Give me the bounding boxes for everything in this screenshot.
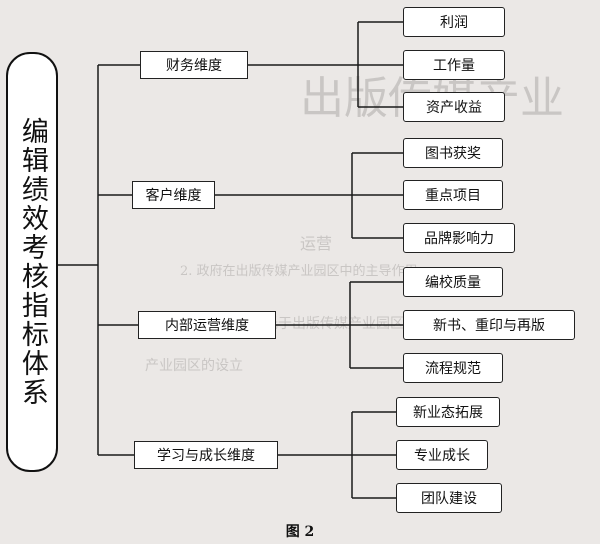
root-node: 编辑绩效考核指标体系 — [6, 52, 58, 472]
dimension-customer: 客户维度 — [132, 181, 215, 209]
dimension-learning-growth: 学习与成长维度 — [134, 441, 278, 469]
dimension-finance: 财务维度 — [140, 51, 248, 79]
leaf-book-awards: 图书获奖 — [403, 138, 503, 168]
leaf-workload: 工作量 — [403, 50, 505, 80]
leaf-process-standards: 流程规范 — [403, 353, 503, 383]
root-label: 编辑绩效考核指标体系 — [16, 117, 48, 407]
leaf-brand-influence: 品牌影响力 — [403, 223, 515, 253]
dimension-internal-operations: 内部运营维度 — [138, 311, 276, 339]
leaf-new-reprint-reissue: 新书、重印与再版 — [403, 310, 575, 340]
figure-caption: 图 2 — [285, 524, 315, 540]
leaf-professional-growth: 专业成长 — [396, 440, 488, 470]
leaf-key-projects: 重点项目 — [403, 180, 503, 210]
leaf-editing-quality: 编校质量 — [403, 267, 503, 297]
leaf-asset-return: 资产收益 — [403, 92, 505, 122]
leaf-profit: 利润 — [403, 7, 505, 37]
leaf-team-building: 团队建设 — [396, 483, 502, 513]
leaf-new-business-expansion: 新业态拓展 — [396, 397, 500, 427]
